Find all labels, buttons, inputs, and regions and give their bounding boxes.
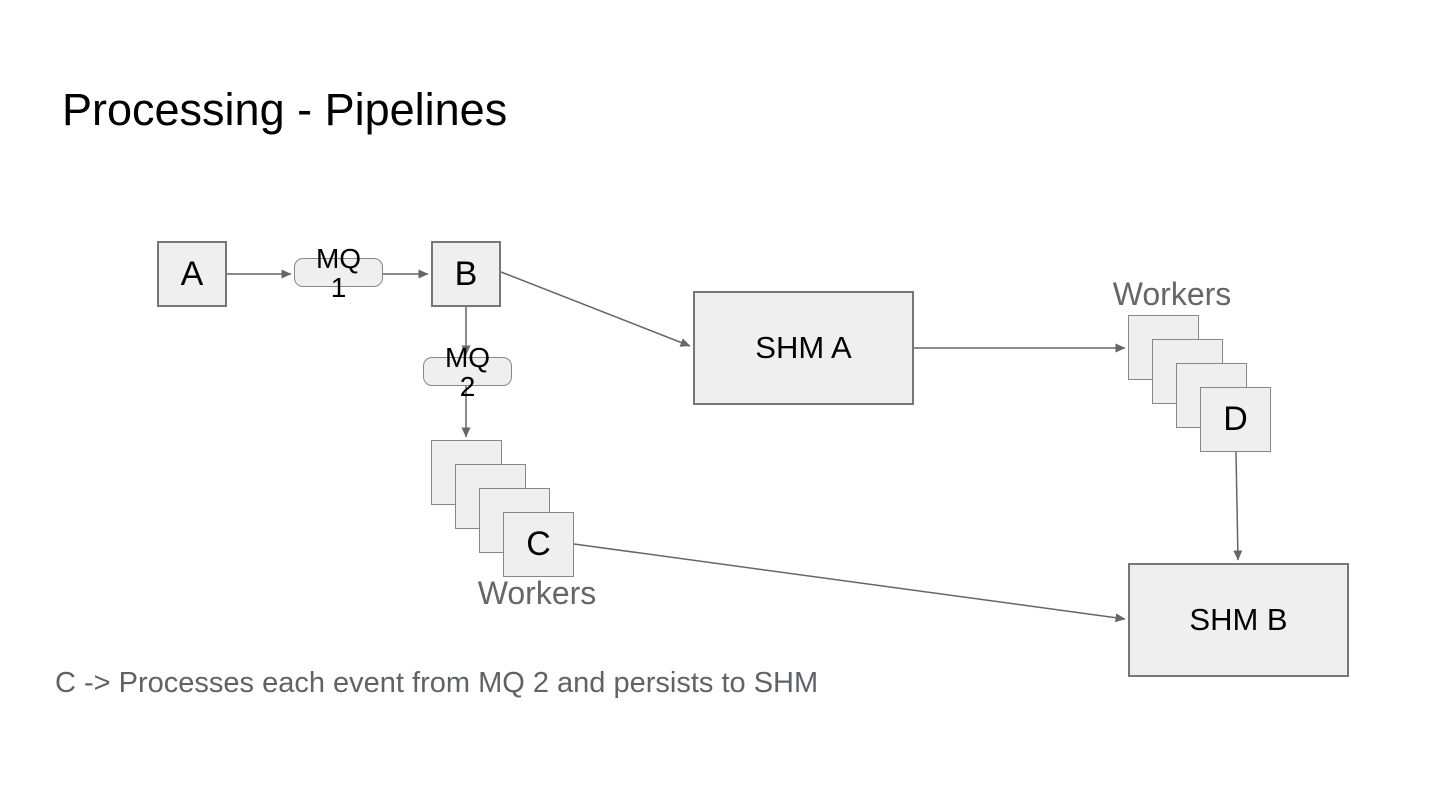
node-c-label: C xyxy=(526,525,551,563)
slide-title: Processing - Pipelines xyxy=(62,84,508,135)
node-a: A xyxy=(157,241,227,307)
node-mq2: MQ 2 xyxy=(423,343,512,401)
workers-label-right: Workers xyxy=(1112,276,1232,312)
node-shm-a: SHM A xyxy=(693,291,914,405)
workers-label-left: Workers xyxy=(477,575,597,611)
node-c: C xyxy=(503,512,574,577)
node-d: D xyxy=(1200,387,1271,452)
node-shm-b-label: SHM B xyxy=(1189,602,1288,637)
node-mq2-label: MQ 2 xyxy=(444,341,491,402)
node-shm-a-label: SHM A xyxy=(755,330,852,365)
edge-d-to-shmb xyxy=(1233,451,1243,561)
node-shm-b: SHM B xyxy=(1128,563,1349,677)
slide-caption: C -> Processes each event from MQ 2 and … xyxy=(55,667,819,699)
worker-stack-d: D xyxy=(1128,315,1271,452)
edge-c-to-shmb xyxy=(573,543,1126,623)
node-mq1-label: MQ 1 xyxy=(315,242,362,303)
node-d-label: D xyxy=(1223,400,1248,438)
edge-b-to-shma xyxy=(500,271,691,347)
node-a-label: A xyxy=(180,254,204,293)
node-b: B xyxy=(431,241,501,307)
worker-stack-c: C xyxy=(431,440,574,577)
node-b-label: B xyxy=(454,254,478,293)
node-mq1: MQ 1 xyxy=(294,244,383,302)
